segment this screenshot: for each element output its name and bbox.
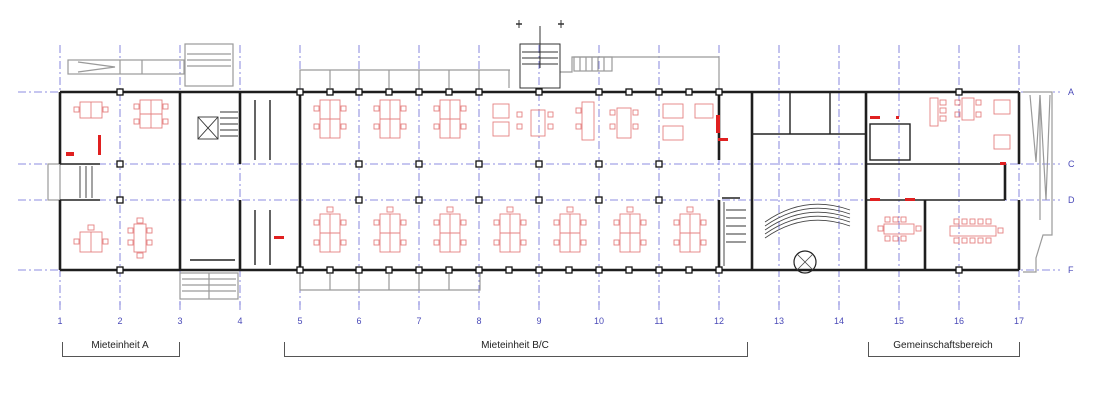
axis-label-15: 15 xyxy=(893,316,905,326)
zone-label-mieteinheit-bc: Mieteinheit B/C xyxy=(479,340,551,351)
main-stairwell xyxy=(79,111,746,266)
zone-bracket-mieteinheit-a xyxy=(62,342,180,357)
interior-walls xyxy=(60,92,1005,265)
axis-label-1: 1 xyxy=(57,316,63,326)
axis-label-4: 4 xyxy=(237,316,243,326)
axis-label-D: D xyxy=(1068,195,1075,205)
external-structures xyxy=(47,43,1053,300)
zone-label-gemeinschaftsbereich: Gemeinschaftsbereich xyxy=(891,340,995,351)
axis-label-C: C xyxy=(1068,159,1075,169)
axis-label-5: 5 xyxy=(297,316,303,326)
columns xyxy=(116,88,963,274)
fire-equipment xyxy=(66,115,1006,239)
north-stairs xyxy=(516,20,564,89)
furniture xyxy=(73,97,1011,259)
grid-lines xyxy=(18,45,1060,305)
axis-label-A: A xyxy=(1068,87,1075,97)
axis-label-14: 14 xyxy=(833,316,845,326)
foyer-stairs xyxy=(764,203,851,274)
axis-label-11: 11 xyxy=(654,316,664,326)
axis-label-17: 17 xyxy=(1013,316,1025,326)
axis-label-3: 3 xyxy=(177,316,183,326)
zone-bracket-gemeinschaftsbereich xyxy=(868,342,1020,357)
axis-label-13: 13 xyxy=(773,316,785,326)
axis-label-6: 6 xyxy=(356,316,362,326)
zone-bracket-mieteinheit-bc xyxy=(284,342,748,357)
axis-ticks xyxy=(59,302,1020,310)
axis-label-2: 2 xyxy=(117,316,123,326)
axis-label-9: 9 xyxy=(536,316,542,326)
axis-label-16: 16 xyxy=(953,316,965,326)
axis-label-10: 10 xyxy=(593,316,605,326)
axis-label-7: 7 xyxy=(416,316,422,326)
axis-label-F: F xyxy=(1068,265,1074,275)
axis-label-12: 12 xyxy=(713,316,725,326)
axis-label-8: 8 xyxy=(476,316,482,326)
zone-label-mieteinheit-a: Mieteinheit A xyxy=(89,340,151,351)
